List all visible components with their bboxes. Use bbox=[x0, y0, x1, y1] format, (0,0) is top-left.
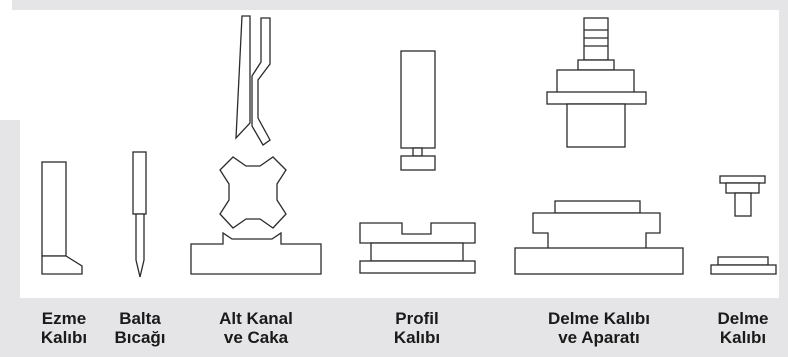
delme-kalibi-ve-aparati-drawing bbox=[514, 17, 684, 275]
ezme-kalibi-drawing bbox=[41, 161, 83, 275]
label-profil-kalibi: Profil Kalıbı bbox=[393, 309, 441, 347]
alt-kanal-ve-caka-drawing bbox=[190, 15, 322, 275]
label-delme-kalibi: Delme Kalıbı bbox=[717, 309, 769, 347]
delme-kalibi-drawing bbox=[710, 175, 777, 275]
label-delme-kalibi-ve-aparati: Delme Kalıbı ve Aparatı bbox=[547, 309, 651, 347]
balta-bicagi-drawing bbox=[132, 151, 147, 278]
label-ezme-kalibi: Ezme Kalıbı bbox=[40, 309, 88, 347]
label-balta-bicagi: Balta Bıcağı bbox=[114, 309, 166, 347]
profil-kalibi-drawing bbox=[359, 50, 476, 274]
label-alt-kanal-ve-caka: Alt Kanal ve Caka bbox=[219, 309, 293, 347]
